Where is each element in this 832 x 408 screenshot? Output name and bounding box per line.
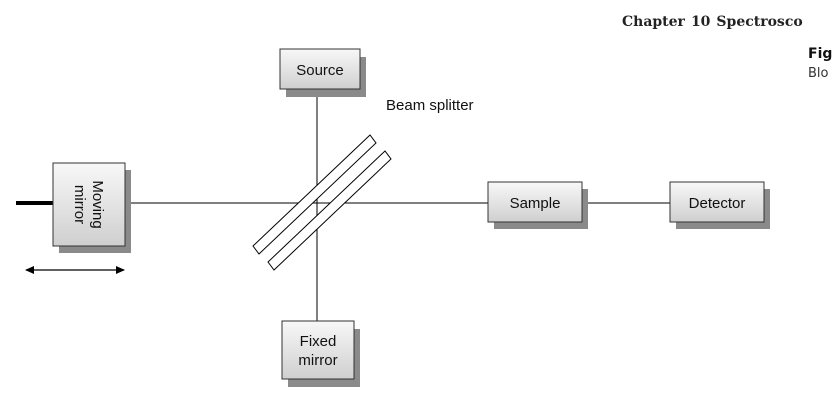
moving-mirror-label-line2: mirror xyxy=(71,185,88,224)
beam-splitter-label: Beam splitter xyxy=(386,97,474,114)
chapter-number: 10 xyxy=(690,14,711,30)
chapter-title: Spectrosco xyxy=(716,14,803,30)
figure-caption: Blo xyxy=(808,66,829,81)
moving-mirror-label-line1: Moving xyxy=(89,180,106,228)
fixed-mirror-label-line1: Fixed xyxy=(300,333,337,350)
detector-label: Detector xyxy=(689,195,746,212)
chapter-word: Chapter xyxy=(622,14,685,30)
sample-label: Sample xyxy=(510,195,561,212)
source-label: Source xyxy=(296,62,344,79)
beam-splitter xyxy=(252,134,392,271)
fixed-mirror-box: Fixed mirror xyxy=(281,320,360,387)
figure-label: Fig xyxy=(808,46,832,62)
moving-mirror-box: Moving mirror xyxy=(52,162,131,253)
source-box: Source xyxy=(279,48,366,97)
chapter-header: Chapter 10 Spectrosco xyxy=(622,14,803,30)
detector-box: Detector xyxy=(669,181,770,229)
sample-box: Sample xyxy=(487,181,588,229)
fixed-mirror-label-line2: mirror xyxy=(298,352,337,369)
